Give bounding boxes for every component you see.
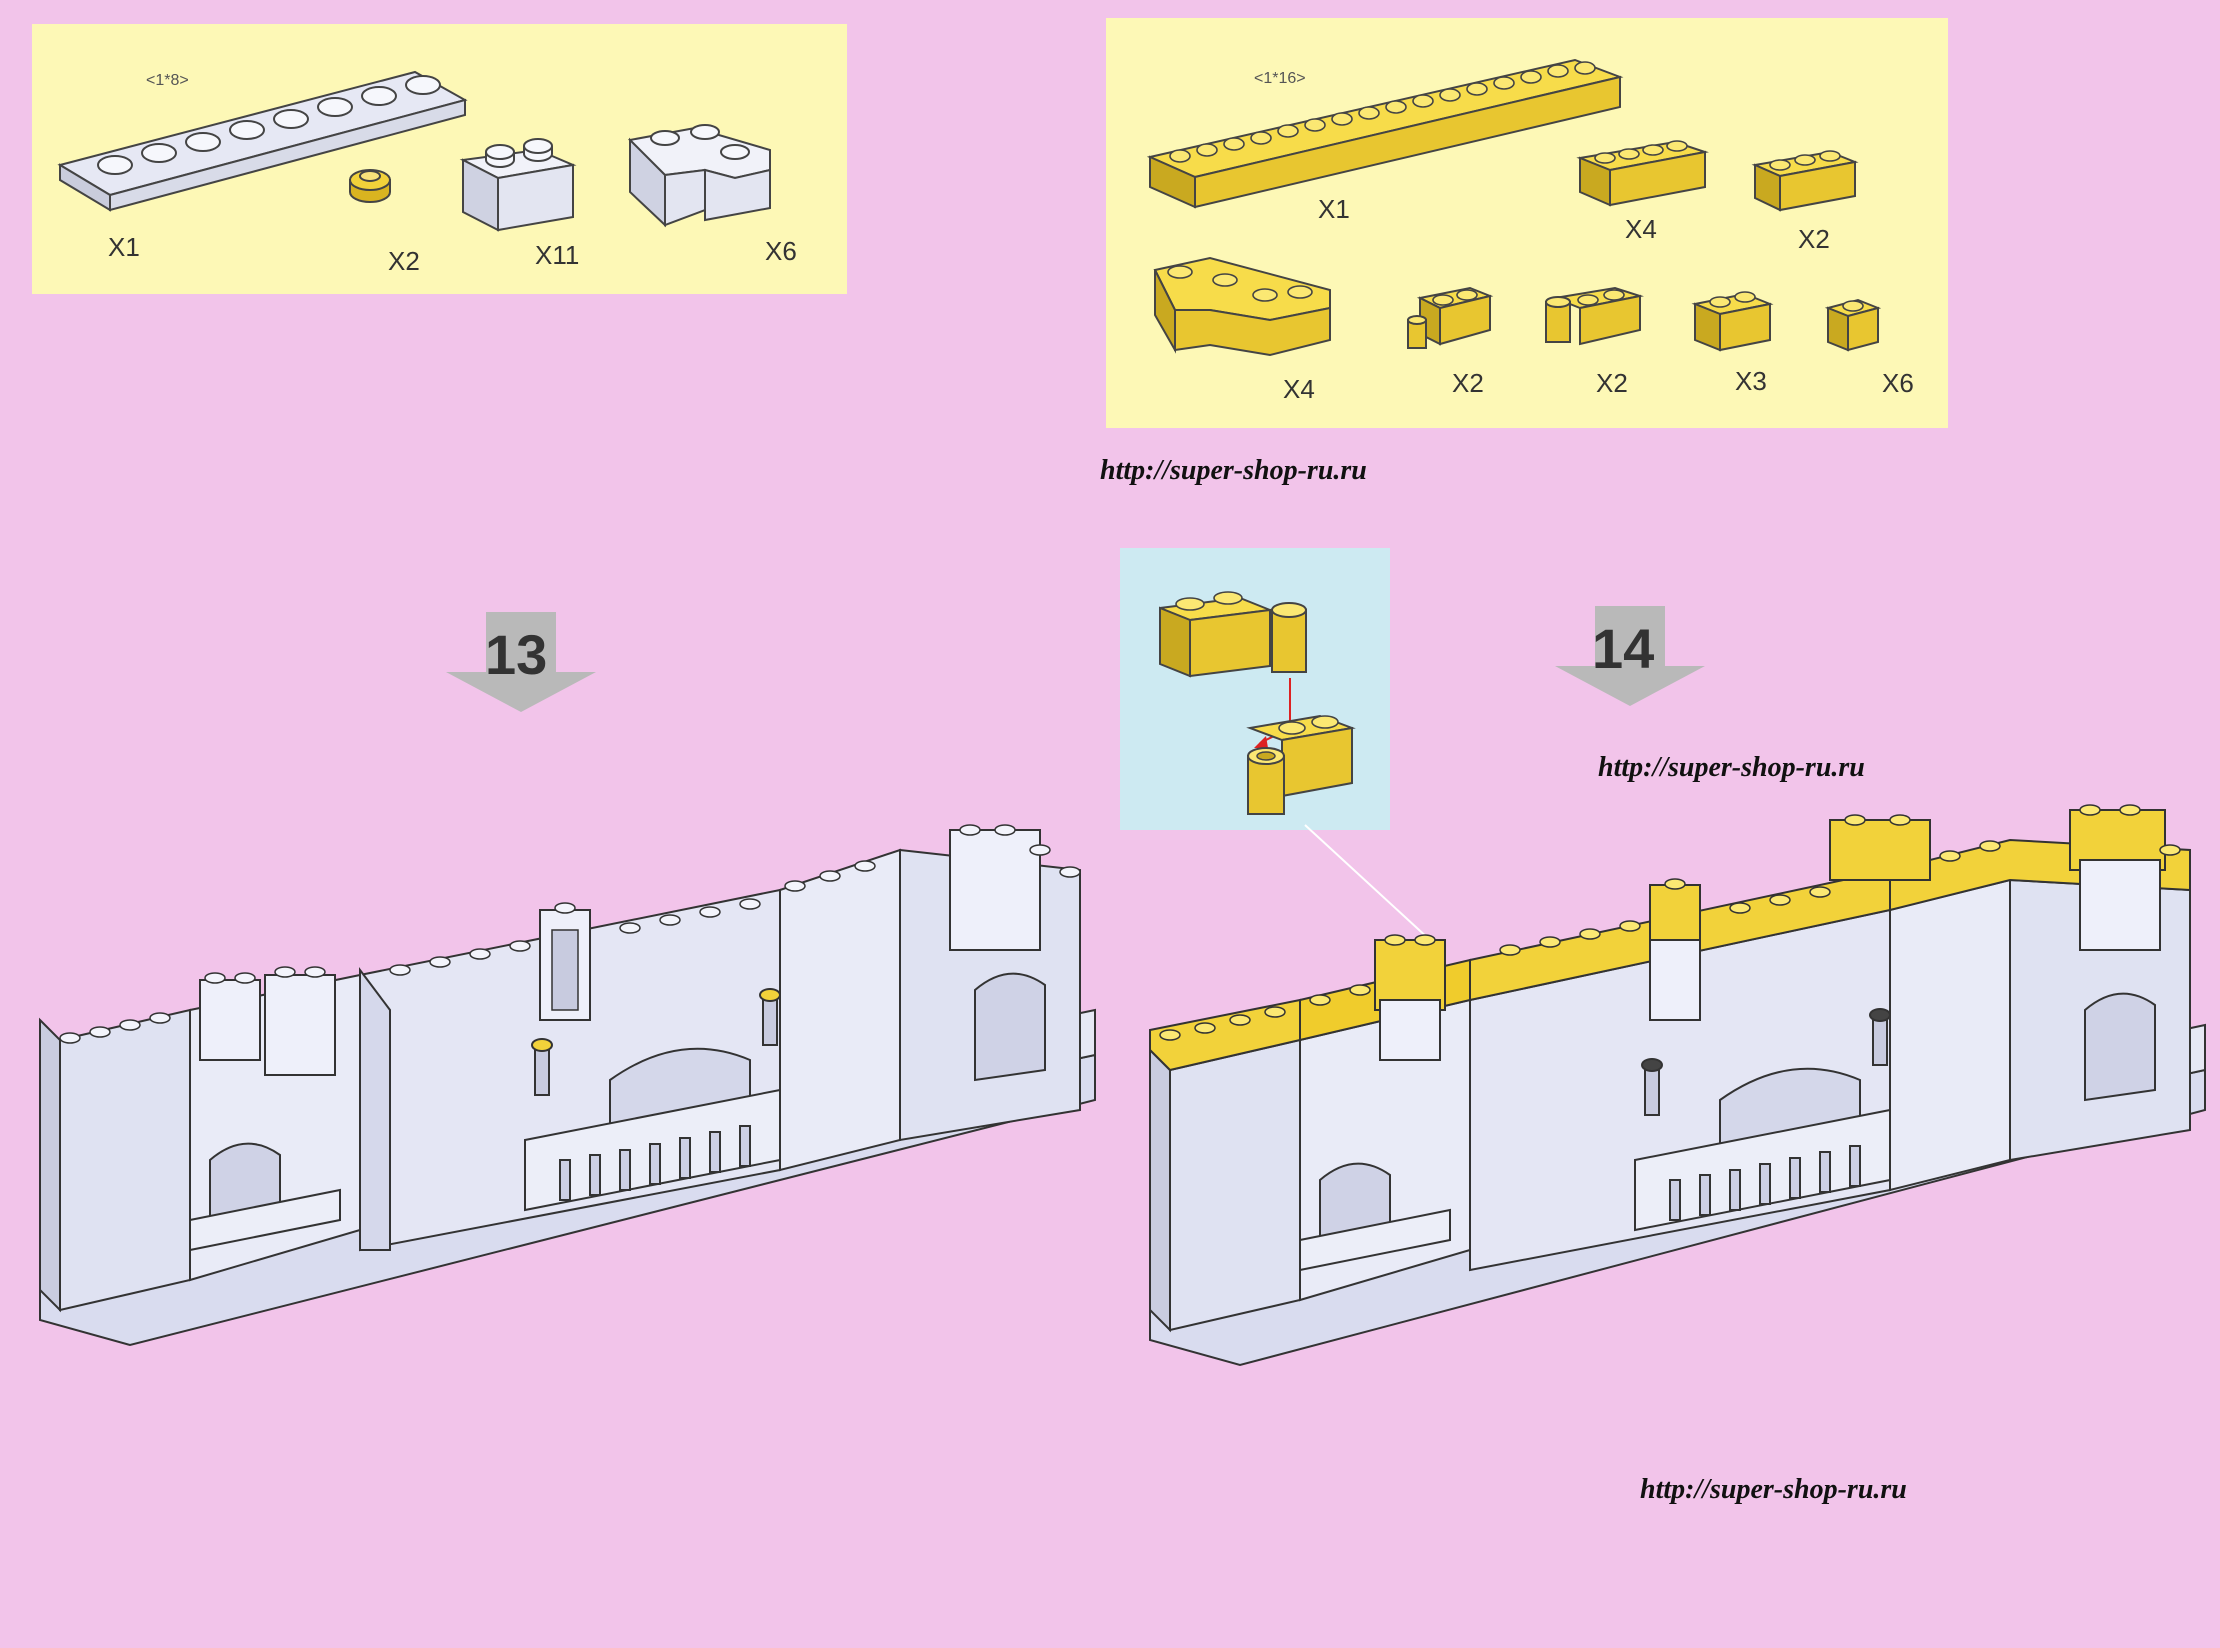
- part-size-label: <1*8>: [146, 72, 189, 89]
- watermark-url: http://super-shop-ru.ru: [1640, 1474, 1907, 1505]
- hinge-assembly-diagram: [1159, 591, 1356, 815]
- hinge-brick-yellow-icon: [1545, 286, 1644, 346]
- part-quantity: X1: [108, 232, 140, 262]
- brick-1x3-yellow-icon: [1751, 150, 1859, 212]
- hinge-brick-yellow-icon: [1407, 286, 1494, 349]
- plate-1x8-icon: [57, 70, 468, 212]
- part-quantity: X4: [1625, 214, 1657, 244]
- corner-brick-white-icon: [627, 124, 771, 228]
- brick-1x1-yellow-icon: [1824, 298, 1882, 352]
- part-quantity: X4: [1283, 374, 1315, 404]
- callout-pointer-line: [1304, 824, 1431, 941]
- step-arrow-icon: [1555, 606, 1705, 706]
- castle-wall-step14: [1149, 804, 2206, 1367]
- brick-1x2-yellow-icon: [1691, 291, 1774, 352]
- step-number: 13: [485, 623, 548, 686]
- brick-1x16-yellow-icon: [1146, 58, 1624, 209]
- part-quantity: X3: [1735, 366, 1767, 396]
- castle-wall-step13: [39, 824, 1096, 1347]
- part-quantity: X1: [1318, 194, 1350, 224]
- watermark-url: http://super-shop-ru.ru: [1100, 455, 1367, 486]
- part-quantity: X6: [765, 236, 797, 266]
- watermark-url: http://super-shop-ru.ru: [1598, 752, 1865, 783]
- part-quantity: X11: [535, 240, 580, 270]
- part-quantity: X2: [1596, 368, 1628, 398]
- crenellated-brick-yellow-icon: [1153, 256, 1331, 357]
- step-number: 14: [1592, 617, 1655, 680]
- round-plate-yellow-icon: [349, 169, 391, 203]
- part-quantity: X2: [1452, 368, 1484, 398]
- brick-1x4-yellow-icon: [1576, 140, 1709, 207]
- part-quantity: X2: [1798, 224, 1830, 254]
- part-quantity: X6: [1882, 368, 1914, 398]
- part-quantity: X2: [388, 246, 420, 276]
- brick-1x2-white-icon: [459, 138, 577, 232]
- part-size-label: <1*16>: [1254, 70, 1306, 87]
- step-arrow-icon: [446, 612, 596, 712]
